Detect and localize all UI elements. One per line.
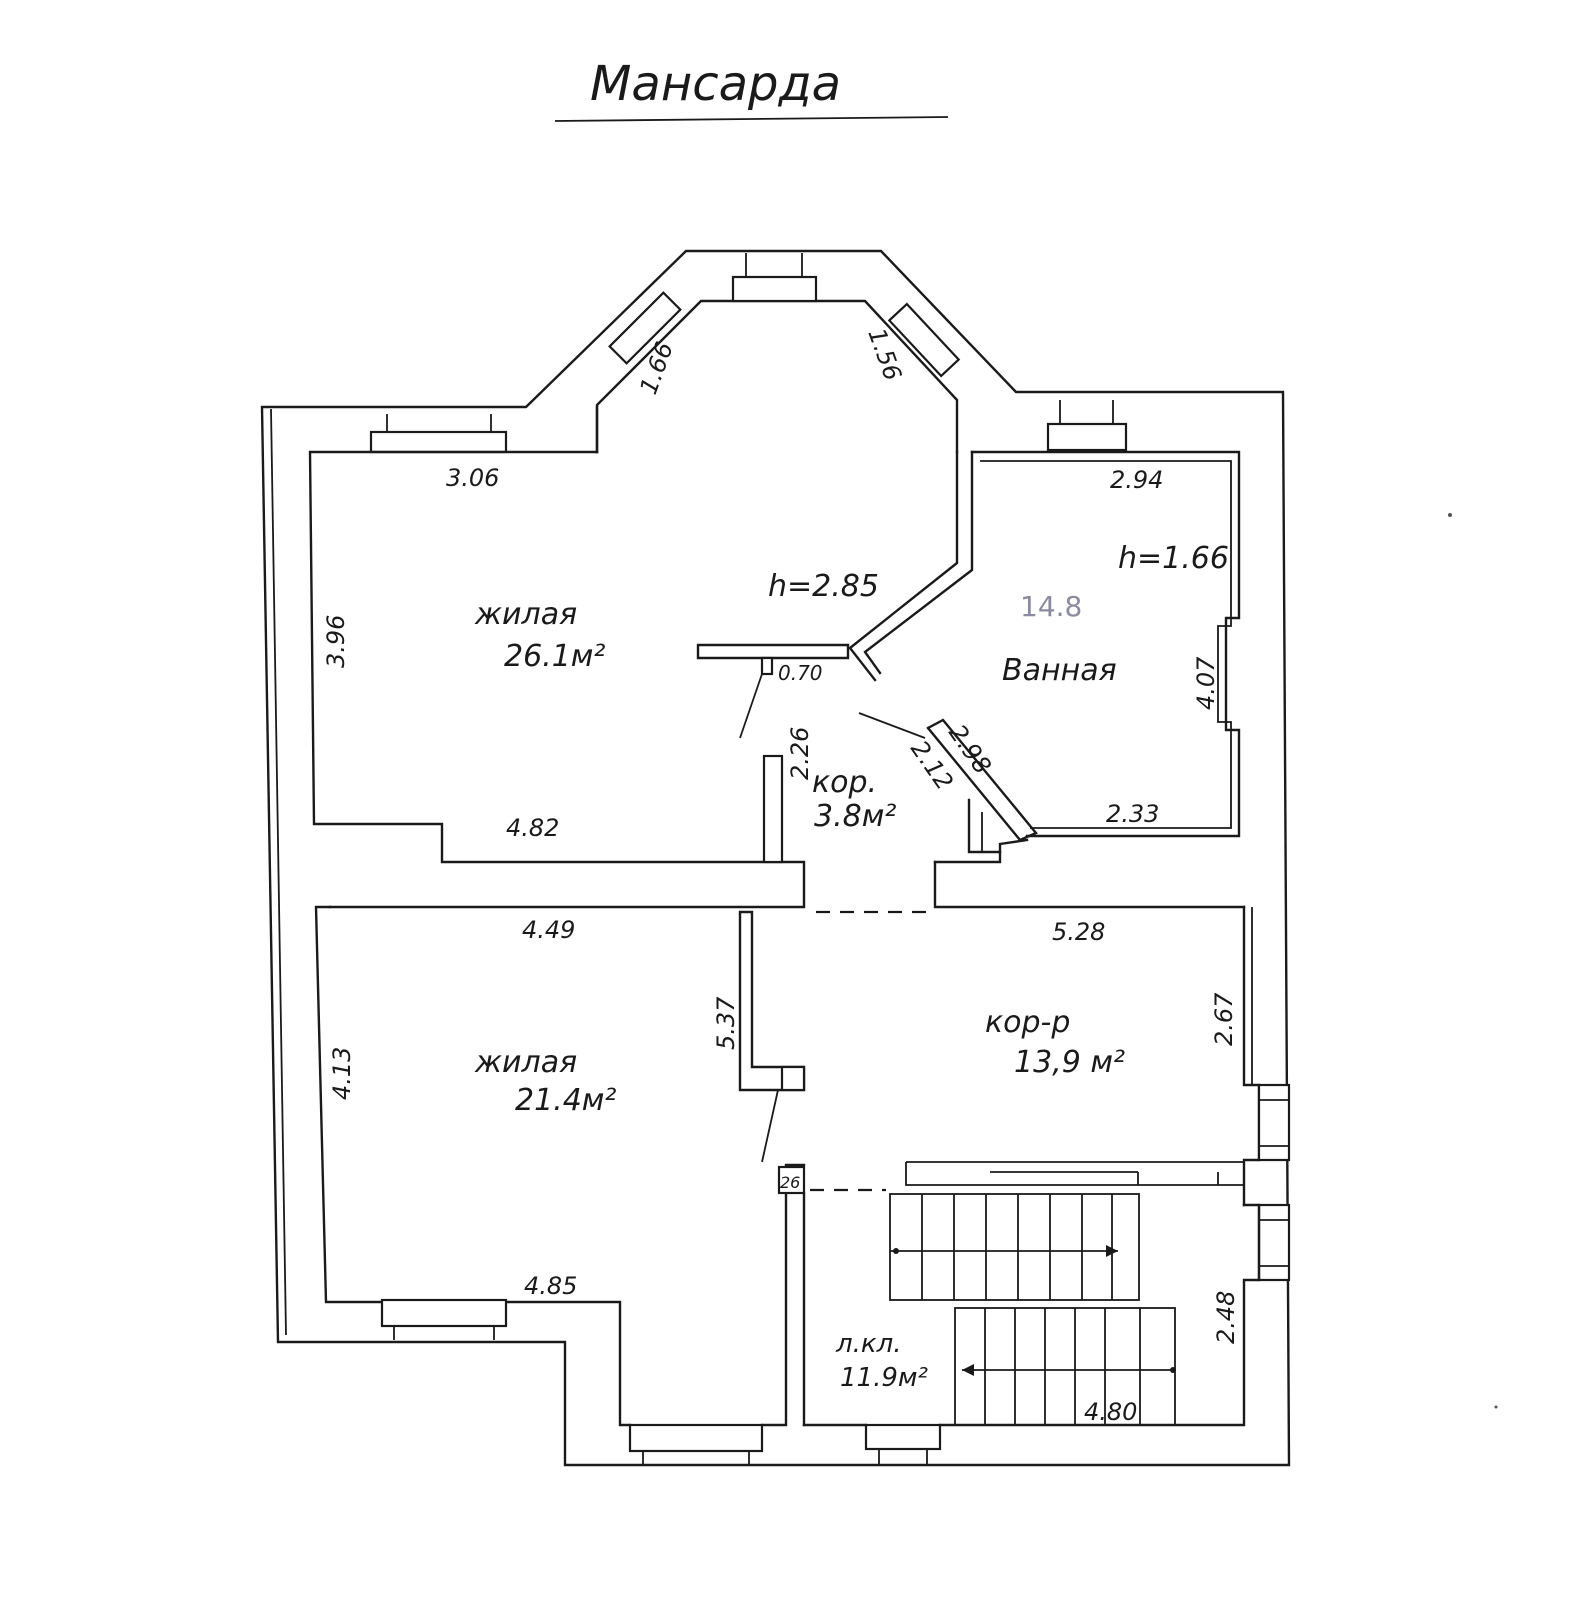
bath-door-swing	[858, 712, 926, 739]
door-swing-upper	[739, 673, 763, 739]
window-bay-left	[608, 291, 682, 365]
room-name-stairwell: л.кл.	[835, 1329, 901, 1359]
door-post-upper	[760, 656, 774, 676]
room-name-corridor-large: кор-р	[985, 1005, 1070, 1040]
room-name-corridor-small: кор.	[812, 765, 877, 800]
room-height-living-top: h=2.85	[768, 569, 879, 604]
bathroom-pencil-note: 14.8	[1020, 590, 1082, 623]
door-swing-lower	[761, 1089, 779, 1163]
dim-corr-large-top: 5.28	[1052, 918, 1105, 946]
bathroom-wall	[970, 450, 1241, 838]
dim-stair-small: 26	[780, 1173, 800, 1192]
dim-living-bottom-left: 4.13	[328, 1047, 356, 1100]
title-underline	[554, 116, 949, 122]
window-right-2	[1257, 1203, 1291, 1282]
room-area-corridor-small: 3.8м²	[814, 799, 896, 834]
window-lower-bottom	[628, 1423, 764, 1453]
lower-partition	[738, 910, 806, 1092]
window-top-center	[731, 275, 818, 303]
stairwell-right-wall	[938, 1203, 1261, 1427]
room-name-living-bottom: жилая	[474, 1045, 577, 1080]
dim-door-gap: 0.70	[778, 661, 823, 685]
dim-living-top-top: 3.06	[446, 464, 499, 492]
living-top-wall	[308, 450, 806, 909]
room-area-corridor-large: 13,9 м²	[1014, 1045, 1125, 1080]
dim-corr-height: 2.26	[786, 727, 814, 780]
living-bottom-wall	[314, 905, 384, 1304]
room-name-bathroom: Ванная	[1002, 653, 1117, 688]
scan-speck-2	[1494, 1405, 1498, 1409]
window-bay-right	[887, 302, 961, 378]
dim-living-top-left: 3.96	[322, 615, 350, 668]
living-bottom-wall-2	[504, 1300, 632, 1427]
room-name-living-top: жилая	[474, 597, 577, 632]
plan-title: Мансарда	[590, 56, 841, 112]
left-outer-wall-inner	[270, 408, 287, 1336]
stair-flight-lower	[954, 1307, 1176, 1426]
dim-living-bottom-right: 5.37	[712, 996, 740, 1050]
stair-landing	[905, 1161, 1245, 1186]
window-lower-left	[380, 1298, 508, 1328]
dim-stair-bottom: 4.80	[1084, 1398, 1137, 1426]
dim-stair-right: 2.48	[1212, 1291, 1240, 1344]
scan-speck-1	[1448, 513, 1452, 517]
bathroom-wall-inner	[980, 460, 1232, 829]
dim-living-bottom-top: 4.49	[522, 916, 575, 944]
outer-wall	[260, 249, 1291, 1467]
dim-living-bottom-bottom: 4.85	[524, 1272, 577, 1300]
partition-stub	[696, 643, 850, 660]
living-bottom-wall-3	[760, 1163, 806, 1427]
dim-bath-bottom: 2.33	[1106, 800, 1159, 828]
dim-bath-right: 4.07	[1192, 656, 1220, 710]
window-upper-left	[369, 430, 508, 454]
stairwell-post	[777, 1165, 806, 1195]
room-area-living-bottom: 21.4м²	[515, 1083, 616, 1118]
bath-diag-wall	[926, 718, 1038, 842]
dim-living-top-bottom: 4.82	[506, 814, 559, 842]
dim-corr-large-right: 2.67	[1210, 992, 1238, 1046]
door-post-lower	[780, 1065, 806, 1092]
diagonal-wall	[848, 450, 959, 682]
window-bathroom	[1046, 422, 1128, 452]
dim-bath-top: 2.94	[1110, 466, 1163, 494]
corridor-pillar-left	[762, 754, 784, 864]
room-area-living-top: 26.1м²	[504, 639, 605, 674]
diagonal-wall-inner	[863, 450, 974, 675]
window-right-1	[1257, 1083, 1291, 1162]
room-height-bathroom: h=1.66	[1118, 541, 1229, 576]
window-stairwell-bottom	[864, 1423, 942, 1451]
corridor-wall-right-top	[933, 850, 1002, 864]
room-area-stairwell: 11.9м²	[840, 1363, 928, 1393]
corridor-wall-right	[933, 860, 1246, 909]
bath-lower-wall	[967, 798, 1029, 854]
stair-flight-upper	[889, 1193, 1140, 1301]
